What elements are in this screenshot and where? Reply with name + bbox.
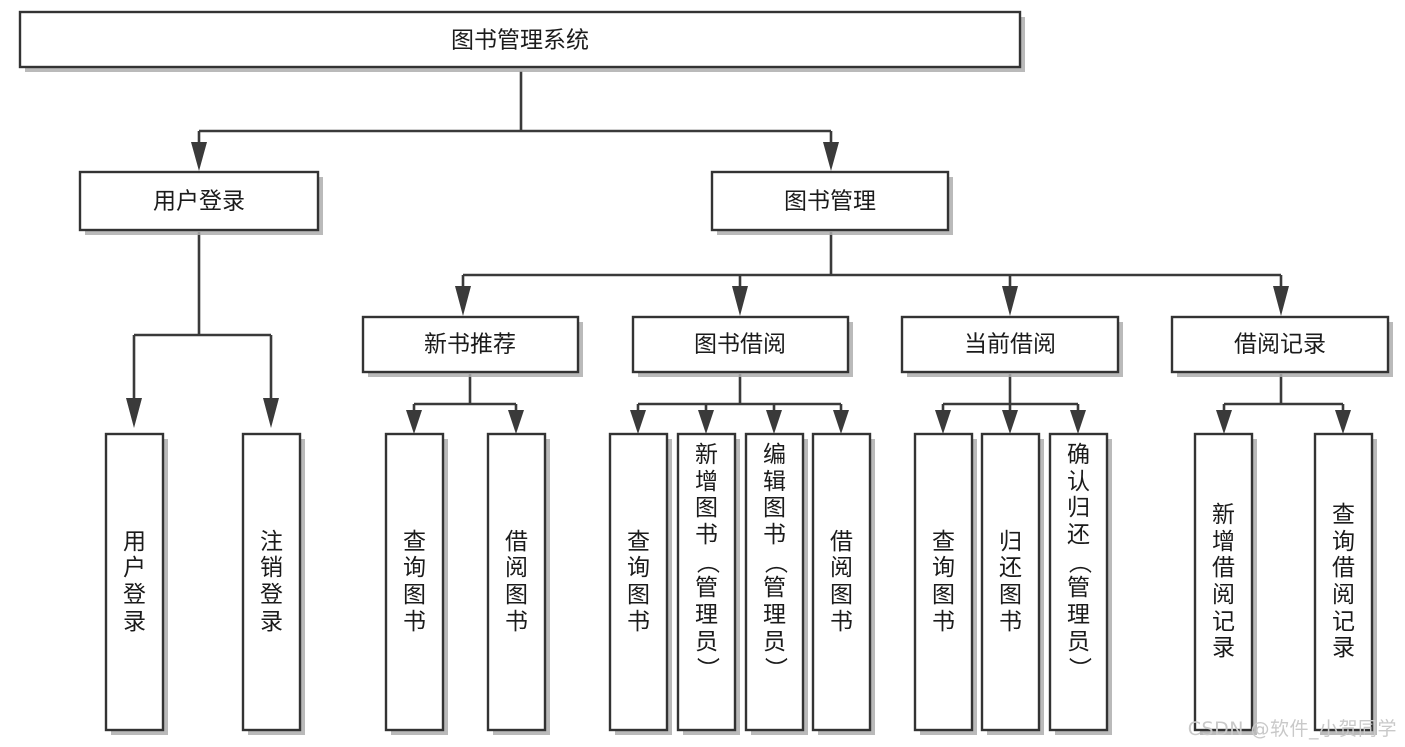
node-book-borrow[interactable]: 图书借阅 [631, 315, 853, 377]
node-user-login-label: 用户登录 [153, 189, 245, 215]
node-root-label: 图书管理系统 [451, 28, 589, 54]
node-leaf-user-login[interactable] [104, 432, 168, 735]
edges-book-borrow-to-leaves [630, 374, 849, 434]
arrow-to-leaf-query-book-3 [935, 410, 951, 434]
node-leaf-query-book-2[interactable] [608, 432, 672, 735]
arrow-to-leaf-confirm-return [1070, 410, 1086, 434]
arrow-to-leaf-user-login [126, 398, 142, 428]
node-leaf-return-book[interactable] [980, 432, 1044, 735]
node-book-borrow-label: 图书借阅 [694, 332, 786, 358]
arrow-to-new-book-rec [455, 286, 471, 316]
arrow-to-leaf-query-book-1 [406, 410, 422, 434]
node-book-manage[interactable]: 图书管理 [710, 170, 953, 235]
node-leaf-edit-book[interactable] [744, 432, 808, 735]
arrow-to-leaf-edit-book [766, 410, 782, 434]
node-leaf-add-record[interactable] [1193, 432, 1257, 735]
node-leaf-query-book-3[interactable] [913, 432, 977, 735]
edges-new-book-rec-to-leaves [406, 374, 524, 434]
node-leaf-query-record[interactable] [1313, 432, 1377, 735]
arrow-to-leaf-borrow-book-1 [508, 410, 524, 434]
node-leaf-add-book[interactable] [676, 432, 740, 735]
arrow-to-book-manage [823, 142, 839, 171]
node-borrow-record[interactable]: 借阅记录 [1170, 315, 1393, 377]
node-book-manage-label: 图书管理 [784, 189, 876, 215]
node-leaf-query-book-1[interactable] [384, 432, 448, 735]
arrow-to-user-login [191, 142, 207, 171]
node-new-book-rec[interactable]: 新书推荐 [361, 315, 583, 377]
arrow-to-book-borrow [732, 286, 748, 316]
node-leaf-borrow-book-2[interactable] [811, 432, 875, 735]
node-current-borrow[interactable]: 当前借阅 [900, 315, 1123, 377]
arrow-to-leaf-query-record [1335, 410, 1351, 434]
node-root[interactable]: 图书管理系统 [18, 10, 1025, 72]
edges-borrow-record-to-leaves [1216, 374, 1351, 434]
leaf-boxes [104, 432, 1377, 735]
node-leaf-borrow-book-1[interactable] [486, 432, 550, 735]
node-user-login[interactable]: 用户登录 [78, 170, 323, 235]
arrow-to-leaf-add-record [1216, 410, 1232, 434]
node-borrow-record-label: 借阅记录 [1234, 332, 1326, 358]
edges-current-borrow-to-leaves [935, 374, 1086, 434]
node-current-borrow-label: 当前借阅 [964, 332, 1056, 358]
arrow-to-leaf-add-book [698, 410, 714, 434]
node-leaf-user-logout[interactable] [241, 432, 305, 735]
edges-book-manage-to-level3 [455, 232, 1289, 316]
node-new-book-rec-label: 新书推荐 [424, 332, 516, 358]
arrow-to-leaf-user-logout [263, 398, 279, 428]
edges-root-to-level2 [191, 71, 839, 171]
arrow-to-leaf-query-book-2 [630, 410, 646, 434]
arrow-to-borrow-record [1273, 286, 1289, 316]
node-leaf-confirm-return[interactable] [1048, 432, 1112, 735]
arrow-to-leaf-return-book [1002, 410, 1018, 434]
edges-user-login-to-leaves [126, 232, 279, 428]
arrow-to-leaf-borrow-book-2 [833, 410, 849, 434]
arrow-to-current-borrow [1002, 286, 1018, 316]
